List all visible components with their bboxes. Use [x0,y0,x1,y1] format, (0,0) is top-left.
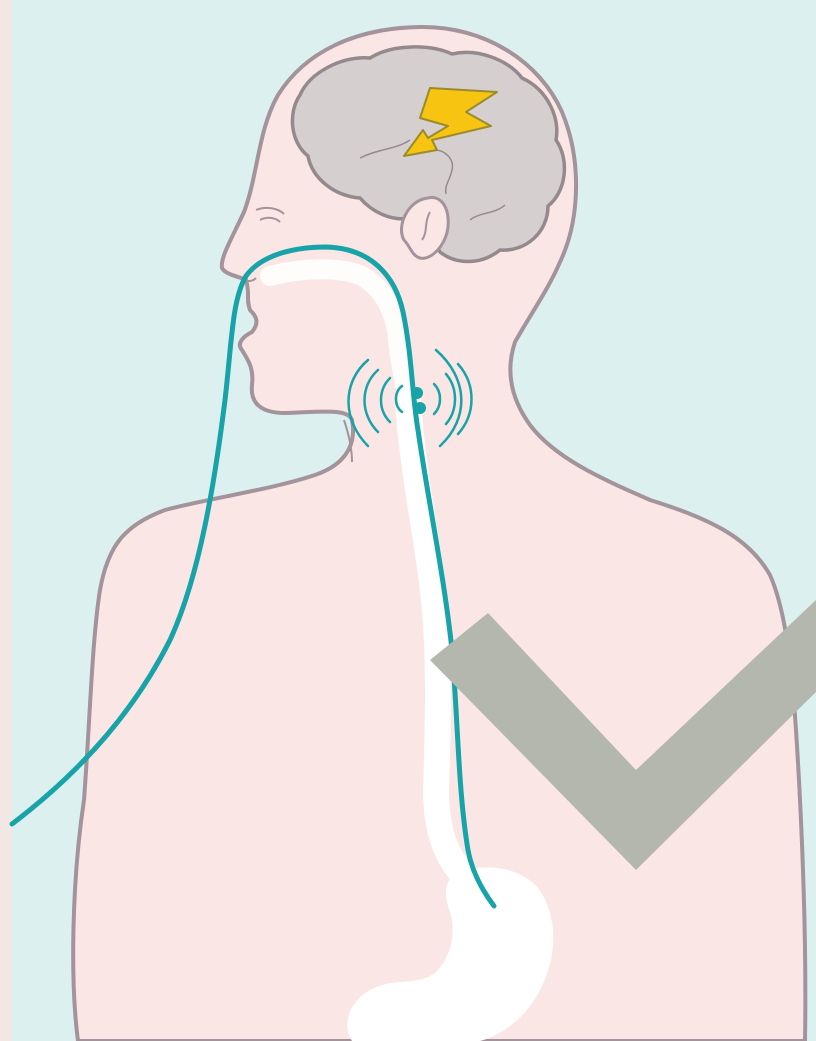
neck-sensor-dot [414,402,426,414]
neck-sensor-dot [411,387,423,399]
left-margin-strip [0,0,12,1041]
